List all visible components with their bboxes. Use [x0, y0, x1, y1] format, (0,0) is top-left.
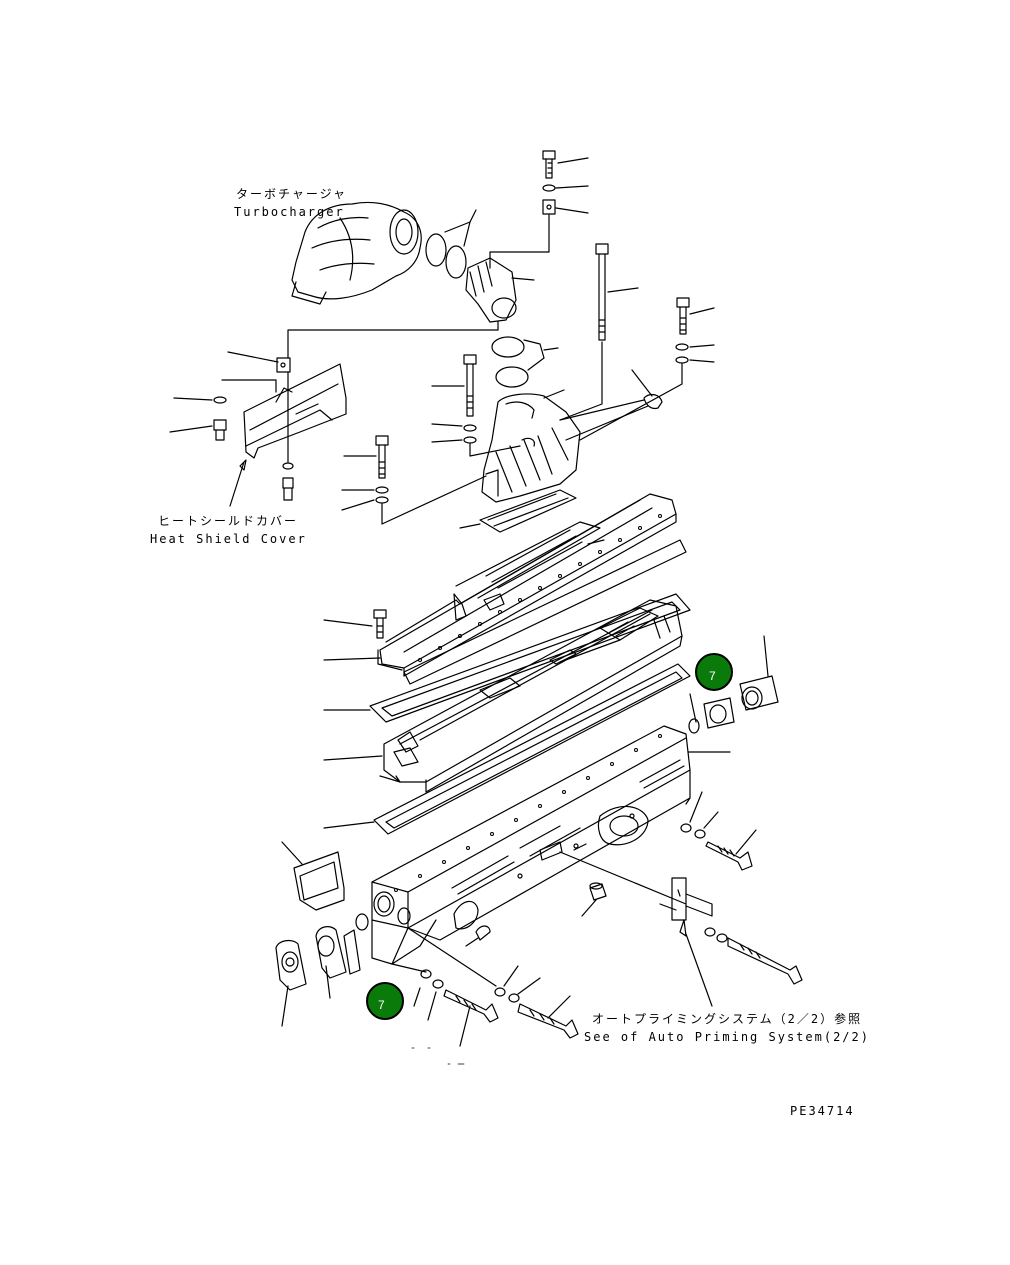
o-ring — [491, 336, 525, 358]
gasket-2 — [323, 663, 691, 835]
manifold-gasket — [459, 489, 577, 533]
housing-plug — [581, 882, 607, 917]
bolt-mid-left-1 — [431, 354, 521, 457]
callout-circle-bottom: 7 — [366, 982, 404, 1020]
bolt-top — [489, 150, 589, 269]
o-ring — [445, 245, 467, 279]
turbocharger-label-jp: ターボチャージャ — [236, 187, 347, 201]
aftercooler-cover — [323, 493, 677, 677]
o-ring — [425, 233, 447, 267]
auto-priming-label-jp: オートプライミングシステム（2／2）参照 — [592, 1011, 862, 1026]
priming-bracket — [659, 877, 803, 1007]
heat-shield-cover — [169, 351, 347, 507]
callout-number: 7 — [378, 998, 385, 1012]
auto-priming-label-en: See of Auto Priming System(2/2) — [584, 1030, 870, 1044]
o-ring — [495, 366, 529, 388]
housing-bolt-holes — [394, 734, 662, 892]
turbocharger-drawing — [291, 201, 422, 305]
aftercooler-core — [323, 599, 683, 793]
bolt-mid-left-2 — [341, 435, 487, 525]
callout-number: 7 — [709, 669, 716, 683]
left-flange-parts — [275, 841, 369, 1027]
cover-bolt-holes — [418, 514, 662, 662]
drawing-number: PE34714 — [790, 1104, 855, 1118]
turbocharger-label-en: Turbocharger — [234, 205, 345, 219]
heat-shield-label-jp: ヒートシールドカバー — [158, 514, 298, 528]
heat-shield-label-en: Heat Shield Cover — [150, 532, 307, 546]
exhaust-manifold — [481, 389, 581, 503]
housing-bolts-lower — [391, 925, 579, 1047]
aftercooler-housing — [371, 725, 731, 965]
elbow-connector — [465, 257, 535, 323]
long-bolt — [559, 243, 639, 421]
right-flange-parts — [688, 635, 779, 734]
cover-gasket — [403, 539, 687, 685]
housing-bolts-right — [680, 791, 757, 871]
callout-circle-top: 7 — [695, 653, 733, 691]
bolt-right — [579, 297, 715, 441]
